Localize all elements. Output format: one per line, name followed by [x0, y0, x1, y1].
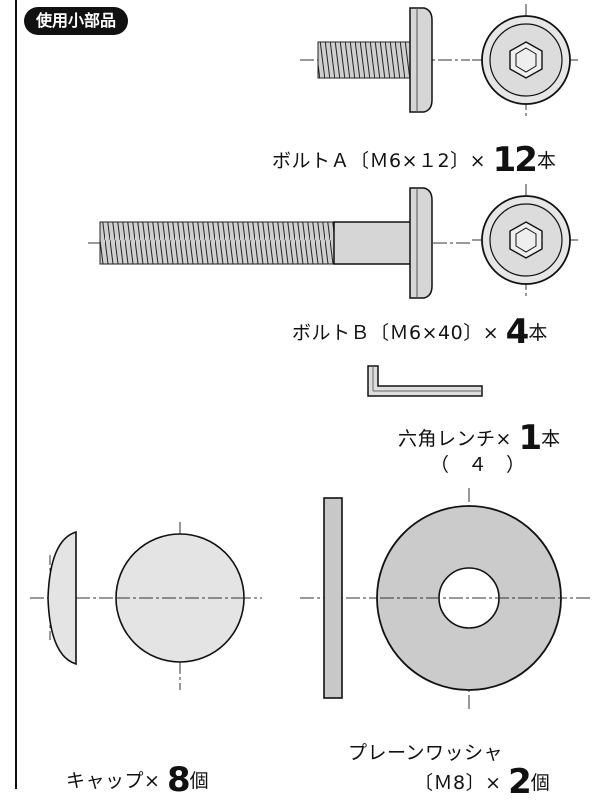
bolt-a-unit: 本	[536, 150, 557, 172]
bolt-a-label: ボルトＡ〔Ｍ6×１2〕× 12本	[272, 140, 556, 180]
bolt-b-name: ボルトＢ	[292, 322, 371, 344]
bolt-a-head-view	[472, 4, 580, 118]
washer-qty: 2	[508, 762, 532, 802]
washer-times: ×	[485, 772, 502, 794]
washer-front-view	[376, 488, 562, 710]
bolt-a-times: ×	[469, 150, 487, 172]
cap-label: キャップ× 8個	[66, 760, 209, 800]
wrench-label: 六角レンチ× 1本	[398, 418, 561, 458]
bolt-b-unit: 本	[528, 322, 548, 344]
washer-unit: 個	[530, 772, 551, 794]
bolt-a-side-view	[300, 7, 470, 113]
cap-front-view	[115, 522, 245, 690]
cap-unit: 個	[189, 770, 210, 792]
bolt-b-head-view	[472, 184, 580, 298]
wrench-times: ×	[495, 428, 512, 450]
cap-times: ×	[144, 770, 161, 792]
wrench-qty: 1	[518, 418, 542, 458]
bolt-b-label: ボルトＢ〔Ｍ6×40〕× 4本	[292, 312, 548, 352]
bolt-a-spec: 〔Ｍ6×１2〕	[350, 150, 470, 172]
washer-spec-line: 〔Ｍ8〕× 2個	[414, 762, 550, 802]
cap-qty: 8	[166, 760, 191, 800]
wrench-name: 六角レンチ	[398, 428, 496, 450]
washer-name: プレーンワッシャ	[348, 742, 504, 764]
wrench-size: （ ４ ）	[430, 454, 526, 476]
bolt-b-side-view	[88, 187, 470, 299]
bolt-b-spec: 〔Ｍ6×40〕	[370, 322, 483, 344]
wrench-unit: 本	[541, 428, 561, 450]
bolt-a-qty: 12	[492, 140, 538, 180]
bolt-b-times: ×	[482, 322, 500, 344]
washer-label: プレーンワッシャ	[348, 738, 503, 765]
left-border-line	[15, 0, 17, 789]
hex-wrench-illustration	[367, 365, 483, 397]
cap-name: キャップ	[66, 770, 145, 792]
bolt-b-qty: 4	[505, 312, 530, 352]
bolt-a-name: ボルトＡ	[272, 150, 351, 172]
section-title-badge: 使用小部品	[24, 7, 129, 35]
washer-spec: 〔Ｍ8〕	[414, 772, 486, 794]
